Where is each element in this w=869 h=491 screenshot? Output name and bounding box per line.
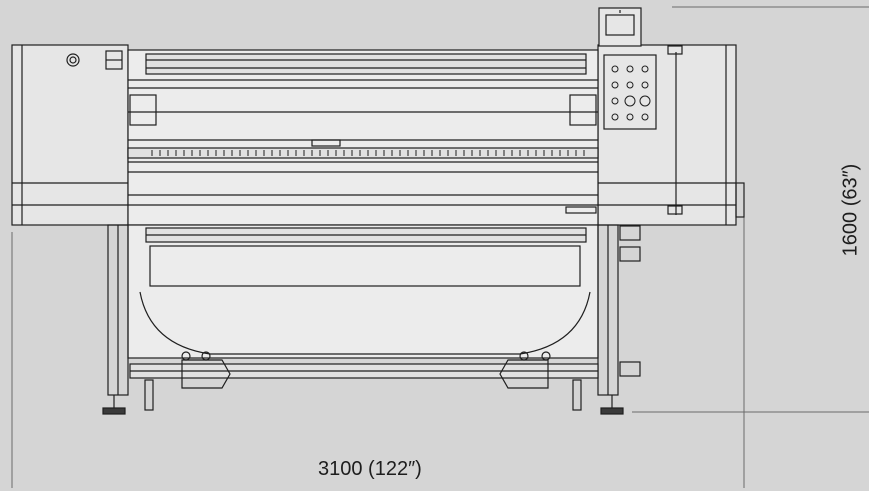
central-frame <box>127 49 599 226</box>
height-dimension-label: 1600 (63″) <box>839 163 862 257</box>
take-up-shaft <box>129 351 599 411</box>
touch-display <box>598 7 642 47</box>
right-side-panel <box>597 44 745 226</box>
right-leg <box>597 224 641 415</box>
width-dimension-label: 3100 (122″) <box>318 458 422 480</box>
left-leg <box>102 224 129 415</box>
media-loop <box>139 291 591 355</box>
left-side-panel <box>11 44 129 226</box>
media-section <box>127 224 599 359</box>
power-switch-icon <box>66 53 80 67</box>
top-rail <box>145 53 587 75</box>
media-roll <box>149 245 581 287</box>
head-rail-ticks <box>151 150 585 156</box>
keypad-buttons <box>611 65 651 121</box>
dimension-lines <box>11 6 869 488</box>
print-head-rail <box>127 147 599 159</box>
